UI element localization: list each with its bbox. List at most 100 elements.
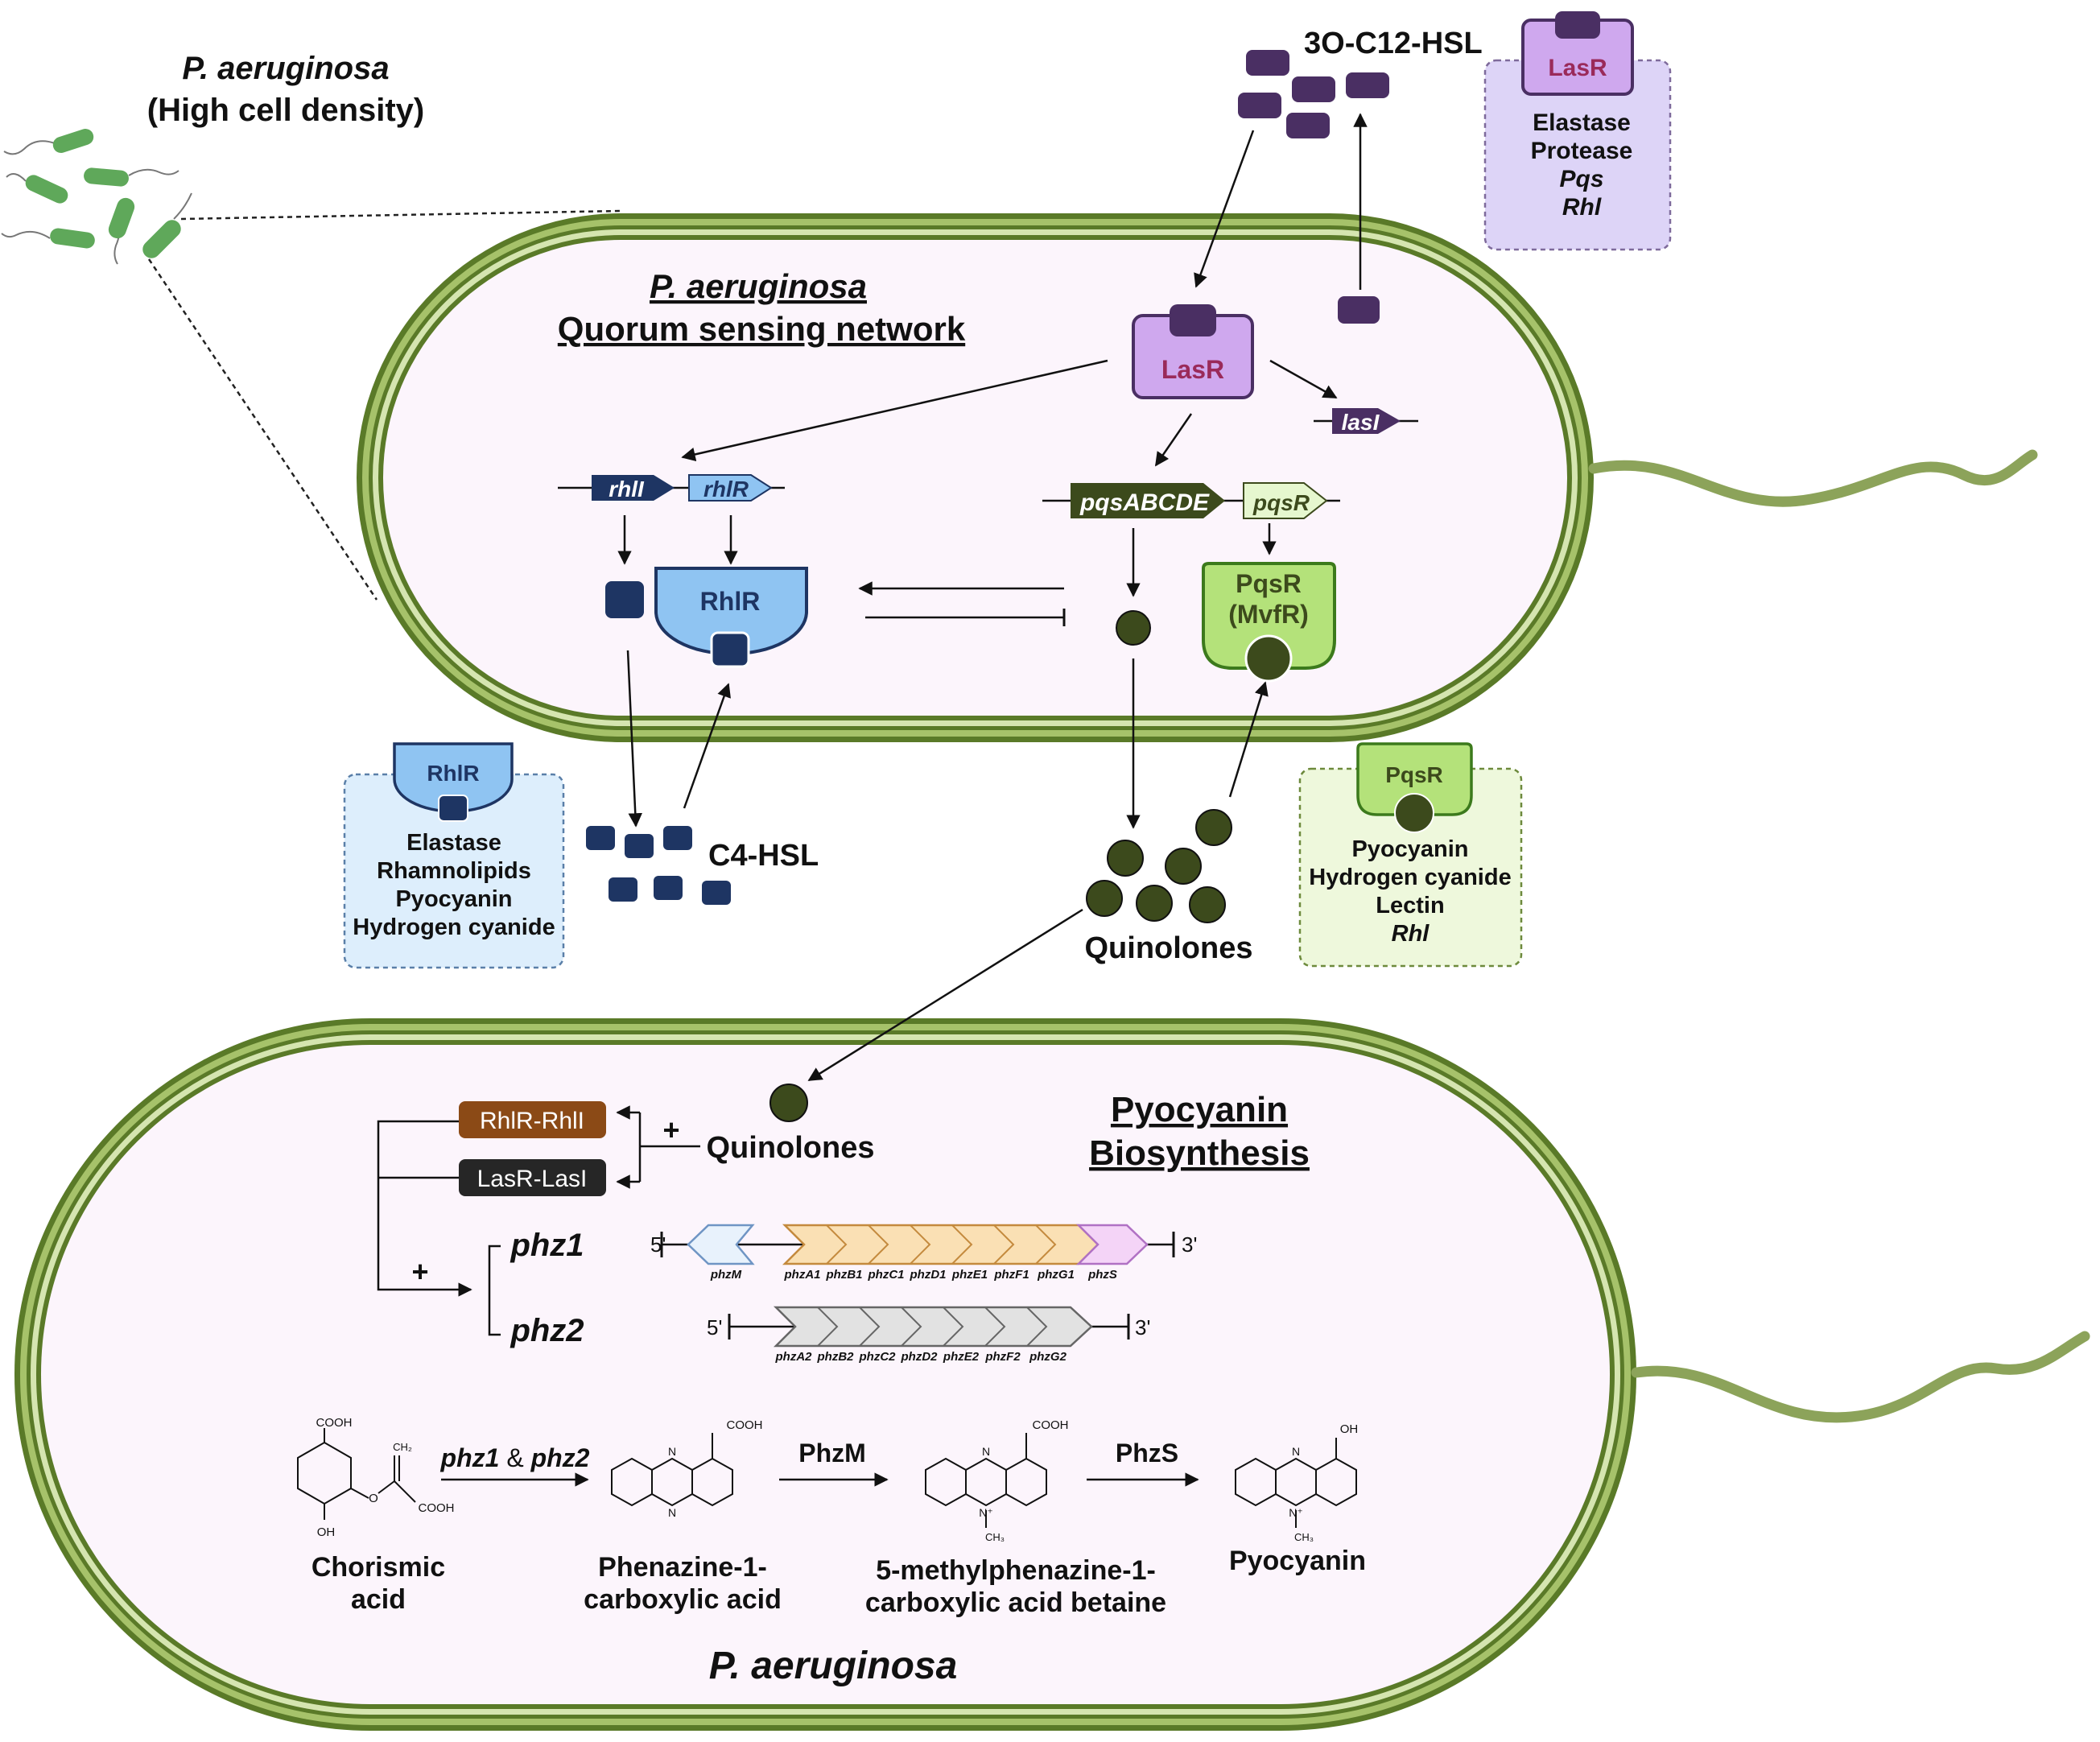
chorismic-label-2: acid: [351, 1584, 406, 1615]
lasr-lasi-label: LasR-LasI: [477, 1166, 588, 1192]
phz2-operon: 5' 3' phzA2 phzB2 phzC2 phzD2 phzE2 phzF…: [707, 1306, 1150, 1364]
regulator-tree: + RhlR-RhlI LasR-LasI + phz1 phz2: [377, 1101, 700, 1348]
gene-label: phzC2: [859, 1350, 897, 1364]
step2-enzyme: PhzM: [798, 1439, 866, 1467]
chem-n: N: [668, 1506, 676, 1519]
rhlr-rhli-complex: [459, 1101, 606, 1138]
chem-ch3: CH₃: [1294, 1531, 1314, 1543]
pqsr-box-item: Pyocyanin: [1351, 836, 1468, 862]
pqsr-label-2: (MvfR): [1228, 600, 1309, 629]
pqsabcde-gene-label: pqsABCDE: [1079, 489, 1210, 516]
pqsr-targets-box: PqsR Pyocyanin Hydrogen cyanide Lectin R…: [1298, 742, 1523, 968]
intro-condition: (High cell density): [147, 93, 425, 128]
lasr-box-item: Pqs: [1559, 166, 1603, 192]
pqsr-label-1: PqsR: [1236, 569, 1302, 598]
chorismic-acid-structure: [297, 1428, 416, 1520]
bacterium-3: [6, 173, 68, 204]
zoom-line-lower: [147, 258, 378, 601]
step3-enzyme: PhzS: [1116, 1439, 1178, 1467]
gene-label: phzM: [710, 1268, 742, 1282]
bottom-flagellum: [1631, 1331, 2090, 1423]
mpca-label-2: carboxylic acid betaine: [865, 1587, 1166, 1618]
c4-hsl-label: C4-HSL: [708, 839, 819, 873]
top-cell-network-title: Quorum sensing network: [558, 310, 966, 348]
gene-label: phzD2: [901, 1350, 939, 1364]
top-cell-species: P. aeruginosa: [650, 267, 867, 305]
chem-oh: OH: [317, 1525, 336, 1539]
gene-label: phzA2: [775, 1350, 813, 1364]
lasi-label: lasI: [1342, 410, 1380, 435]
gene-label: phzF1: [993, 1268, 1029, 1282]
lasi-product-molecule: [1338, 296, 1380, 324]
top-flagellum: [1588, 449, 2038, 507]
phz1-three-prime: 3': [1182, 1232, 1197, 1257]
gene-label: phzA1: [784, 1268, 821, 1282]
plus-sign-phz: +: [411, 1255, 428, 1288]
lasr-targets-box: LasR Elastase Protease Pqs Rhl: [1483, 11, 1672, 251]
pqs-operon: pqsABCDE pqsR: [1042, 482, 1340, 519]
rhlr-box-item: Hydrogen cyanide: [353, 914, 555, 940]
rhli-gene-label: rhlI: [609, 477, 645, 502]
bacterium-5: [108, 197, 135, 265]
c4-hsl-molecule: [605, 581, 644, 618]
rhlr-box-item: Elastase: [406, 830, 501, 856]
pqsr-box-item: Rhl: [1392, 921, 1430, 947]
bacterium-4: [1, 228, 95, 249]
chem-oh: OH: [1340, 1422, 1359, 1436]
pyocyanin-heading: Pyocyanin Biosynthesis: [1089, 1090, 1310, 1173]
gene-label: phzC1: [868, 1268, 905, 1282]
pca-label-1: Phenazine-1-: [598, 1552, 767, 1583]
rhlr-gene-label: rhlR: [703, 477, 749, 502]
lasr-lasi-complex: [459, 1159, 606, 1196]
step1-enzymes: phz1 & phz2: [440, 1443, 590, 1472]
chorismic-label-1: Chorismic: [311, 1552, 445, 1583]
chem-n: N: [982, 1445, 990, 1458]
quinolones-label: Quinolones: [1085, 931, 1253, 965]
phz1-label: phz1: [510, 1228, 584, 1263]
oc12-hsl-molecules: 3O-C12-HSL: [1194, 27, 1483, 290]
phz1-operon: 5' 3' phzM phzA1 phzB1 phzC1 phzD1 phzE1…: [650, 1224, 1197, 1282]
chem-o: O: [369, 1492, 378, 1505]
gene-label: phzB2: [817, 1350, 855, 1364]
inhibition-rhl-to-pqs: [865, 609, 1066, 626]
arrow-lasr-to-lasi: [1269, 359, 1338, 399]
arrow-oc12-to-lasr: [1194, 130, 1255, 288]
heading-pyocyanin: Pyocyanin: [1111, 1090, 1288, 1129]
phz2-label: phz2: [510, 1313, 584, 1348]
arrow-quinolone-import: [1228, 681, 1269, 798]
pqsr-box-title: PqsR: [1385, 762, 1443, 787]
quinolone-in-cell: [769, 1084, 808, 1122]
gene-label: phzS: [1087, 1268, 1117, 1282]
mpca-label-1: 5-methylphenazine-1-: [876, 1555, 1156, 1586]
top-cell-title: P. aeruginosa Quorum sensing network: [558, 267, 966, 348]
arrow-lasr-to-rhl: [681, 359, 1108, 462]
lasr-box-title: LasR: [1548, 55, 1607, 81]
lasr-box-item: Rhl: [1562, 194, 1602, 221]
bacterium-1: [3, 129, 94, 155]
bacterium-2: [84, 167, 179, 187]
pca-structure: [611, 1433, 733, 1507]
chem-cooh: COOH: [727, 1418, 763, 1432]
bottom-cell: [14, 1018, 2090, 1731]
gene-label: phzE1: [951, 1268, 988, 1282]
chem-n-plus: N⁺: [1289, 1506, 1303, 1519]
gene-label: phzF2: [984, 1350, 1021, 1364]
gene-label: phzB1: [826, 1268, 863, 1282]
oc12-hsl-label: 3O-C12-HSL: [1304, 27, 1483, 60]
pca-label-2: carboxylic acid: [584, 1584, 782, 1615]
chem-n: N: [668, 1445, 676, 1458]
pqsr-box-item: Hydrogen cyanide: [1309, 865, 1511, 890]
pqsr-receptor: PqsR (MvfR): [1202, 562, 1336, 683]
rhl-operon: rhlI rhlR: [558, 474, 785, 502]
heading-biosynthesis: Biosynthesis: [1089, 1133, 1310, 1173]
lasr-box-item: Protease: [1531, 138, 1633, 164]
arrow-c4-export: [626, 650, 643, 828]
phz2-three-prime: 3': [1135, 1315, 1150, 1340]
phza2-g2-genes: [773, 1306, 1093, 1348]
rhlr-label: RhlR: [700, 587, 761, 616]
rhlr-box-title: RhlR: [427, 761, 479, 786]
bacterium-6: [142, 192, 192, 258]
rhlr-box-item: Rhamnolipids: [377, 858, 531, 884]
pqsr-box-item: Lectin: [1376, 893, 1444, 918]
